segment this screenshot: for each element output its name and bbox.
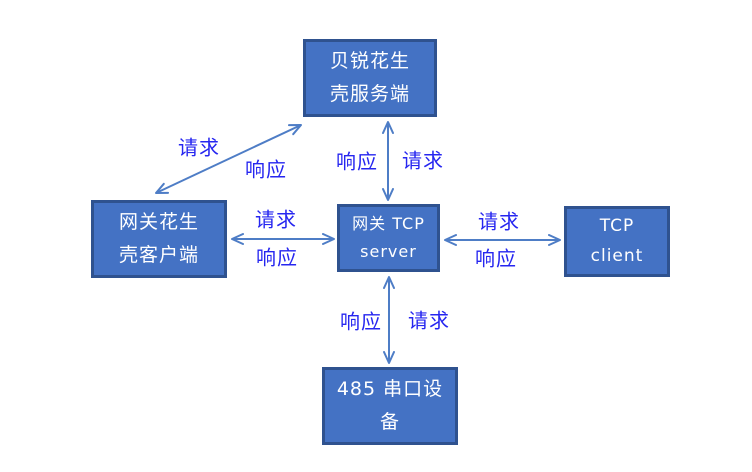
node-peanut-shell-server: 贝锐花生 壳服务端: [303, 39, 437, 117]
node-label-line: 壳客户端: [118, 244, 199, 266]
arrow-gateway-client-peanut-server: [155, 124, 302, 194]
node-label-line: 贝锐花生: [329, 49, 410, 72]
edge-label-response: 响应: [340, 309, 382, 334]
node-label-line: 网关花生: [118, 210, 199, 233]
node-serial-485-device: 485 串口设 备: [322, 367, 458, 445]
node-label-line: 网关 TCP: [352, 214, 425, 233]
edge-label-response: 响应: [336, 149, 378, 174]
edge-label-response: 响应: [475, 246, 517, 271]
node-tcp-client: TCP client: [564, 206, 670, 277]
edge-label-request: 请求: [178, 135, 220, 160]
edge-label-request: 请求: [402, 148, 444, 173]
edge-label-response: 响应: [245, 157, 287, 182]
edge-label-response: 响应: [256, 245, 298, 270]
node-label-line: client: [590, 245, 644, 266]
node-label-line: 485 串口设: [336, 377, 444, 400]
node-gateway-peanut-client: 网关花生 壳客户端: [91, 200, 227, 278]
node-label-line: server: [360, 242, 417, 261]
edge-label-request: 请求: [478, 209, 520, 234]
edge-label-request: 请求: [408, 308, 450, 333]
node-label-line: TCP: [599, 215, 635, 236]
node-gateway-tcp-server: 网关 TCP server: [337, 204, 440, 272]
node-label-line: 壳服务端: [329, 83, 410, 105]
node-label-line: 备: [379, 411, 400, 433]
edge-label-request: 请求: [255, 207, 297, 232]
